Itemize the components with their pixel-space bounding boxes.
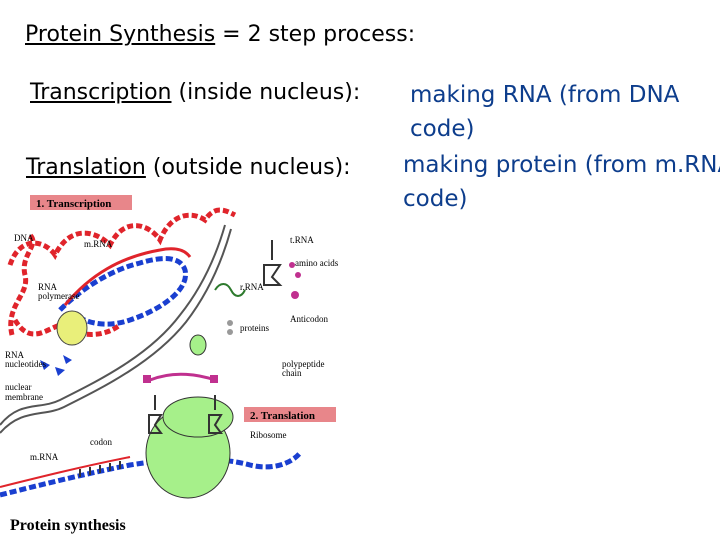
polypeptide-chain	[149, 372, 216, 382]
rna-nucleotides	[40, 355, 72, 376]
dna-label: DNA	[14, 233, 34, 243]
trna-left	[148, 395, 163, 434]
translation-heading: Translation (outside nucleus):	[26, 155, 351, 181]
translation-definition: making protein (from m.RNA	[403, 152, 720, 178]
small-subunit	[189, 334, 207, 356]
rrna	[214, 283, 246, 297]
title-suffix: = 2 step process:	[215, 22, 416, 47]
free-trna	[263, 240, 283, 286]
rna-nucleotides-label-1: RNA	[5, 350, 25, 360]
transcription-term: Transcription	[30, 80, 172, 105]
rna-nucleotides-label-2: nucleotides	[5, 359, 46, 369]
dna-strand	[7, 207, 237, 266]
figure-caption: Protein synthesis	[10, 517, 126, 534]
ribosome-label: Ribosome	[250, 430, 287, 440]
transcription-banner	[30, 195, 132, 210]
proteins-label: proteins	[240, 323, 269, 333]
codon-marks	[79, 461, 121, 477]
amino-acids-label: amino acids	[295, 258, 339, 268]
polypeptide-label-2: chain	[282, 368, 302, 378]
codon-label: codon	[90, 437, 112, 447]
mrna-bottom-label: m.RNA	[30, 452, 59, 462]
rna-polymerase-label-2: polymerase	[38, 291, 79, 301]
title-term: Protein Synthesis	[25, 22, 216, 47]
proteins	[227, 320, 233, 326]
translation-banner	[244, 407, 336, 422]
translation-banner-label: 2. Translation	[250, 410, 315, 422]
slide-title: Protein Synthesis = 2 step process:	[25, 22, 415, 48]
transcription-location: (inside nucleus):	[171, 80, 361, 105]
trna-right	[208, 395, 223, 434]
transcription-definition-cont: code)	[410, 116, 475, 142]
nuclear-membrane-label-1: nuclear	[5, 382, 31, 392]
translation-location: (outside nucleus):	[145, 155, 351, 180]
protein-synthesis-figure: 1. Transcription 2. Translation	[0, 195, 339, 534]
rna-polymerase-label-1: RNA	[38, 282, 58, 292]
polypeptide-label-1: polypeptide	[282, 359, 325, 369]
rrna-label: r.RNA	[240, 282, 264, 292]
anticodon-label: Anticodon	[290, 314, 328, 324]
transcription-definition: making RNA (from DNA	[410, 82, 680, 108]
translation-definition-cont: code)	[403, 186, 468, 212]
mrna-strand-top	[58, 256, 188, 327]
translation-term: Translation	[26, 155, 146, 180]
rna-polymerase	[56, 310, 88, 346]
transcription-banner-label: 1. Transcription	[36, 198, 111, 210]
trna-label: t.RNA	[290, 235, 314, 245]
transcription-heading: Transcription (inside nucleus):	[30, 80, 360, 106]
nuclear-membrane	[0, 224, 226, 426]
nuclear-membrane-label-2: membrane	[5, 392, 43, 402]
mrna-top-label: m.RNA	[84, 239, 113, 249]
amino-acid	[291, 291, 299, 299]
